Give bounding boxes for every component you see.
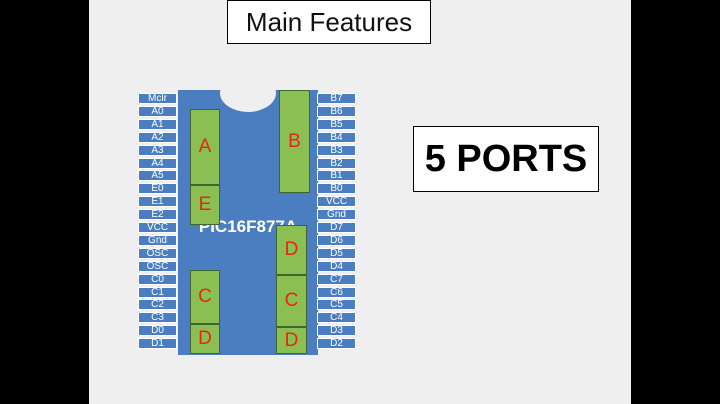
port-block-b: B: [279, 90, 310, 193]
left-pin: A3: [138, 144, 177, 156]
left-pin: OSC: [138, 260, 177, 272]
right-pin: D6: [317, 234, 356, 246]
right-pin: B4: [317, 131, 356, 143]
left-pin: Gnd: [138, 234, 177, 246]
right-pin: B6: [317, 105, 356, 117]
left-pin: E1: [138, 196, 177, 208]
right-pin: B5: [317, 118, 356, 130]
right-pin: C4: [317, 312, 356, 324]
left-pin: OSC: [138, 247, 177, 259]
port-block-e: E: [190, 185, 220, 225]
left-pin: D0: [138, 325, 177, 337]
right-pin: B2: [317, 157, 356, 169]
chip-label: PIC16F877A: [198, 217, 298, 236]
right-pin: D2: [317, 338, 356, 350]
right-pin: B1: [317, 170, 356, 182]
chip-notch: [220, 74, 276, 112]
left-pin: C3: [138, 312, 177, 324]
right-pin: D5: [317, 247, 356, 259]
right-pin: C6: [317, 286, 356, 298]
port-block-d-right-bottom: D: [276, 327, 307, 354]
left-pin: E2: [138, 209, 177, 221]
left-pin: Mclr: [138, 93, 177, 104]
right-pin: C7: [317, 273, 356, 285]
left-pin: A5: [138, 170, 177, 182]
port-block-a: A: [190, 109, 220, 185]
left-pin: A1: [138, 118, 177, 130]
slide-title: Main Features: [227, 0, 431, 44]
left-pin: C0: [138, 273, 177, 285]
port-block-c-left: C: [190, 270, 220, 324]
port-block-d-right-top: D: [276, 225, 307, 275]
right-pin: B3: [317, 144, 356, 156]
left-pin: E0: [138, 183, 177, 195]
port-block-c-right: C: [276, 275, 307, 327]
left-pin: A0: [138, 105, 177, 117]
left-pin: A4: [138, 157, 177, 169]
left-pin: VCC: [138, 222, 177, 233]
right-pin: D3: [317, 325, 356, 337]
left-pin: C2: [138, 299, 177, 311]
right-pin: VCC: [317, 196, 356, 208]
right-pin: Gnd: [317, 209, 356, 221]
right-pin: C5: [317, 299, 356, 311]
right-pin: B0: [317, 183, 356, 195]
port-block-d-left: D: [190, 324, 220, 354]
left-pin: C1: [138, 286, 177, 298]
left-pin: D1: [138, 338, 177, 350]
right-pin: B7: [317, 93, 356, 104]
ports-callout: 5 PORTS: [413, 126, 599, 192]
right-pin: D7: [317, 222, 356, 233]
right-pin: D4: [317, 260, 356, 272]
left-pin: A2: [138, 131, 177, 143]
